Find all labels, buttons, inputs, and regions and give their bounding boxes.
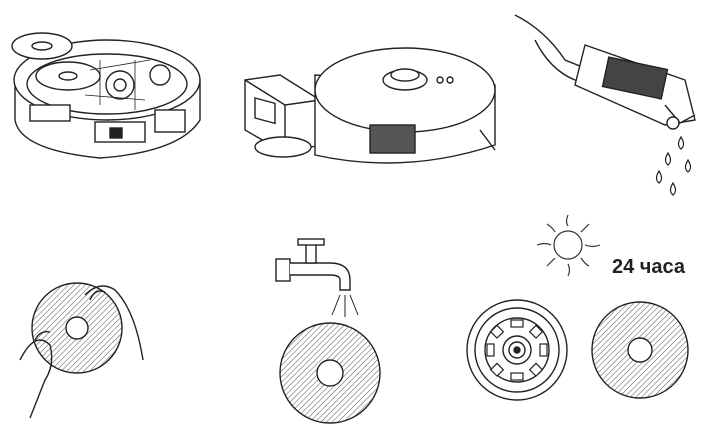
faucet-pad-icon: [270, 235, 390, 425]
robot-underside-mops-icon: [0, 0, 215, 165]
dry-time-label: 24 часа: [612, 256, 685, 279]
hands-mop-pad-icon: [15, 270, 165, 420]
tank-drain-illustration: [505, 5, 710, 205]
sun-dry-illustration: [455, 210, 710, 425]
rinse-pad-illustration: [270, 235, 390, 425]
robot-underside-illustration: [0, 0, 215, 165]
peel-pad-illustration: [15, 270, 165, 420]
sun-dry-icon: [455, 210, 710, 425]
robot-tank-illustration: [225, 35, 500, 175]
robot-tank-icon: [225, 35, 500, 175]
hand-tank-drops-icon: [505, 5, 710, 205]
